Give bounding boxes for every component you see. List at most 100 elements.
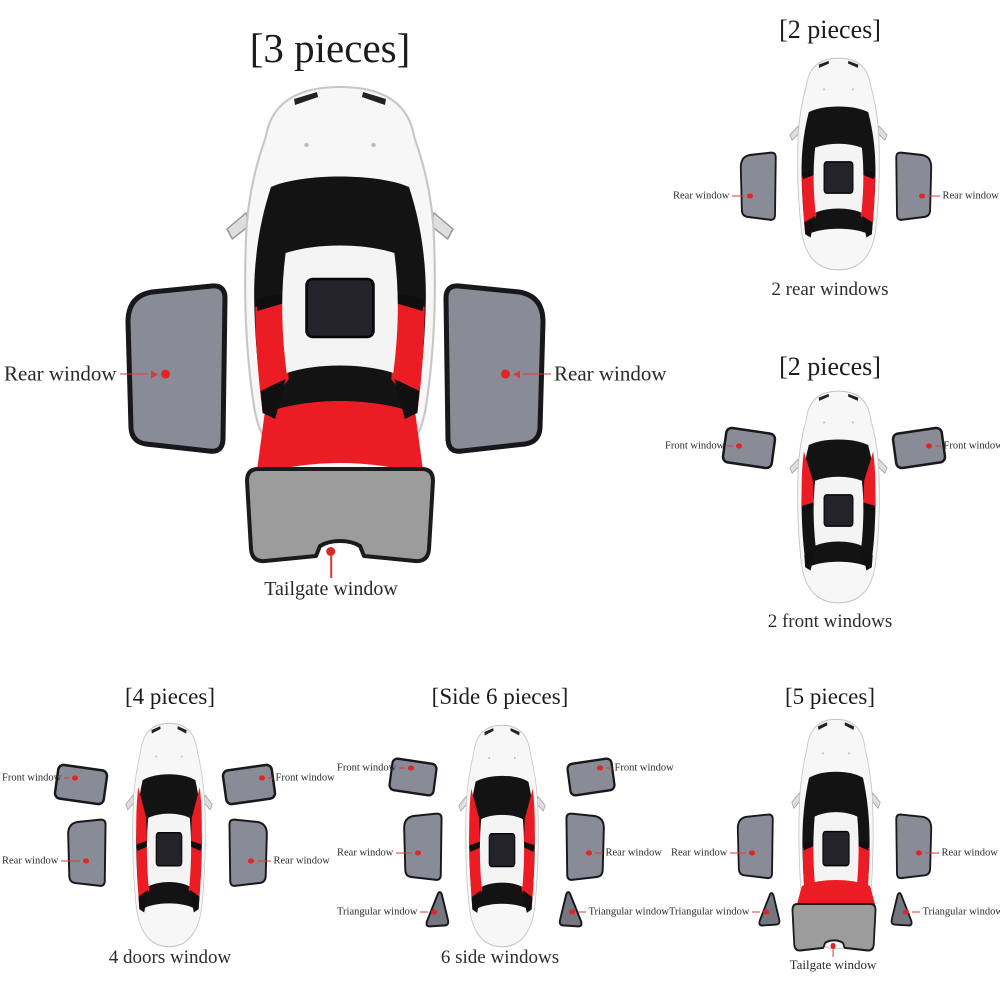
pointer-dot [408,765,414,771]
panel-caption: 2 front windows [767,611,893,632]
label-text: Rear window [554,361,667,386]
pointer-dot [569,909,575,915]
front-window-shade-right [218,761,280,808]
pointer-line [256,860,271,862]
label-tailgate-window: Tailgate window [264,547,398,601]
label-text: Rear window [941,847,998,859]
pointer-line [924,852,939,854]
pointer-line [732,195,745,197]
label-text: Triangular window [922,906,1000,918]
pointer-dot [926,443,932,449]
car-top-view [225,83,455,483]
label-text: Front window [943,440,1000,452]
label-rear-window-left: Rear window [673,191,753,202]
pointer-line [594,852,603,854]
label-text: Triangular window [337,906,418,918]
panel-2-pieces-front: [2 pieces] Front window Front window 2 f… [660,330,1000,640]
pointer-line [927,195,940,197]
label-text: Front window [337,762,397,774]
car-top-view [789,56,888,272]
label-text: Triangular window [588,906,669,918]
panel-4-pieces: [4 pieces] Front window Front window Rea… [0,660,340,1000]
arrowhead-icon [150,370,158,378]
pointer-line [119,373,148,375]
pointer-line [934,445,941,447]
label-rear-window-right: Rear window [586,848,662,859]
rear-window-shade-right [226,818,273,891]
panel-title: [2 pieces] [779,352,881,381]
panel-title: [4 pieces] [124,684,216,709]
label-text: Rear window [605,847,662,859]
pointer-dot [919,193,925,199]
pointer-dot [597,765,603,771]
pointer-dot [903,909,909,915]
label-rear-window-left: Rear window [2,856,89,867]
label-rear-window-right: Rear window [916,848,998,859]
pointer-dot [749,850,755,856]
pointer-dot [326,547,336,556]
label-text: Triangular window [669,906,750,918]
panel-5-pieces: [5 pieces] Rear window Rear window Trian… [660,660,1000,1000]
front-window-shade-left [50,761,112,808]
label-front-window-left: Front window [2,773,78,784]
pointer-dot [830,943,836,949]
label-text: Rear window [337,847,394,859]
pointer-dot [259,775,265,781]
panel-title: [3 pieces] [249,25,411,71]
label-tailgate-window: Tailgate window [790,943,876,973]
pointer-dot [916,850,922,856]
pointer-line [267,777,273,779]
panel-side-6-pieces: [Side 6 pieces] Front window Front windo… [330,660,674,1000]
panel-title: [Side 6 pieces] [431,684,569,709]
panel-caption: 4 doors window [108,947,232,968]
pointer-line [727,445,734,447]
pointer-dot [736,443,742,449]
label-triangular-window-left: Triangular window [669,907,769,918]
pointer-line [911,911,920,913]
pointer-dot [160,369,170,379]
label-text: Front window [275,772,335,784]
pointer-line [396,852,413,854]
pointer-line [752,911,761,913]
label-text: Front window [614,762,674,774]
label-front-window-right: Front window [259,773,335,784]
car-top-view [458,723,546,949]
panel-caption: 2 rear windows [771,279,889,300]
label-triangular-window-left: Triangular window [337,907,437,918]
panel-title: [5 pieces] [784,684,876,709]
label-text: Tailgate window [264,578,398,600]
label-text: Rear window [273,855,330,867]
label-rear-window-right: Rear window [248,856,330,867]
pointer-line [832,948,834,957]
label-text: Rear window [942,190,999,202]
rear-window-shade-right [893,151,937,225]
label-text: Rear window [671,847,728,859]
pointer-line [420,911,429,913]
label-front-window-left: Front window [665,441,742,452]
panel-2-pieces-rear: [2 pieces] Rear window Rear window 2 rea… [660,0,1000,310]
pointer-line [605,767,612,769]
label-rear-window-left: Rear window [4,362,170,387]
label-text: Rear window [673,190,730,202]
pointer-line [577,911,586,913]
panel-caption: 6 side windows [440,947,560,968]
pointer-line [61,860,81,862]
label-front-window-right: Front window [597,763,674,774]
pointer-line [64,777,70,779]
arrowhead-icon [513,370,520,378]
label-text: Rear window [2,855,59,867]
pointer-dot [415,850,421,856]
label-triangular-window-right: Triangular window [903,907,1000,918]
pointer-line [399,767,406,769]
rear-window-shade-left [735,151,779,225]
panel-3-pieces: [3 pieces] Rear window Rear window Tailg… [0,0,667,660]
car-top-view [125,721,213,949]
pointer-dot [431,909,437,915]
pointer-dot [72,775,78,781]
pointer-dot [586,850,592,856]
label-text: Front window [665,440,725,452]
pointer-dot [83,858,89,864]
car-top-view [789,389,888,605]
label-triangular-window-right: Triangular window [569,907,669,918]
